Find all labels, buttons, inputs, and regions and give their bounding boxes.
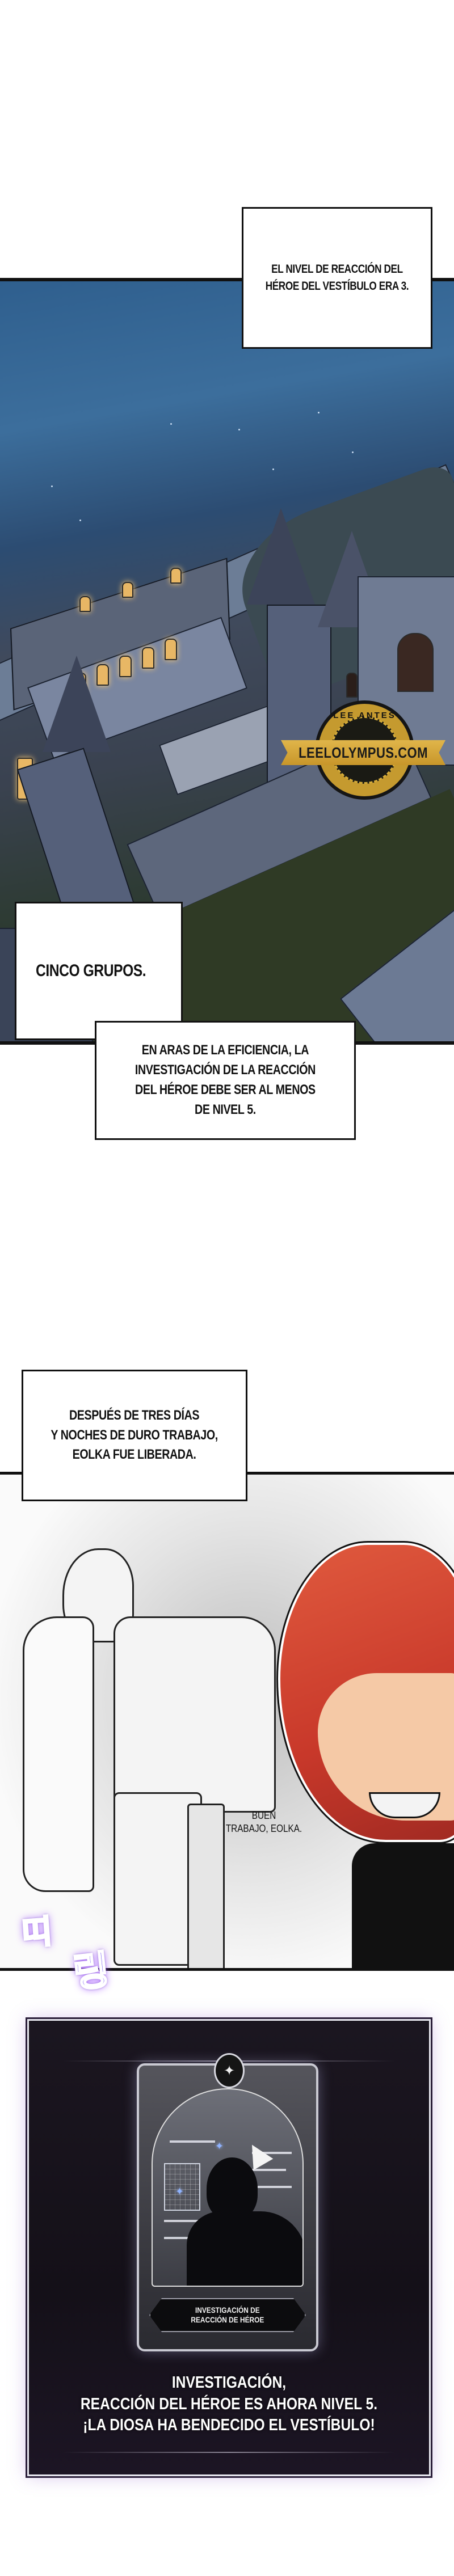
tower-window [346,673,358,698]
sparkle-icon: ✦ [215,2140,224,2152]
lit-window [119,656,132,677]
dormer-window [122,582,133,598]
watermark-ribbon: LEELOLYMPUS.COM [281,740,445,765]
sfx-text-2: 링 [70,1945,113,1997]
star [170,423,172,425]
sfx-text-1: 띠 [20,1911,54,1954]
stool [187,1804,225,1968]
card-display: ✦ ✦ ✦ [152,2088,304,2287]
star [79,520,81,521]
speech-bubble-text: BUEN TRABAJO, EOLKA. [225,1810,302,1834]
caption-box-1: EL NIVEL DE REACCIÓN DEL HÉROE DEL VESTÍ… [242,207,432,349]
card-label: INVESTIGACIÓN DE REACCIÓN DE HÉROE [149,2298,306,2332]
caption-box-2: CINCO GRUPOS. [15,902,183,1040]
card-label-text: INVESTIGACIÓN DE REACCIÓN DE HÉROE [191,2305,264,2324]
tower-spire [43,656,111,752]
caption-text: CINCO GRUPOS. [36,961,146,981]
star [51,485,53,487]
grid-chart-widget [164,2163,200,2211]
caption-text: EN ARAS DE LA EFICIENCIA, LA INVESTIGACI… [134,1042,316,1117]
star [352,451,354,453]
dormer-window [170,568,182,584]
ui-line [252,2169,286,2171]
ui-line [170,2140,215,2143]
ui-line [258,2186,292,2188]
caption-box-3: EN ARAS DE LA EFICIENCIA, LA INVESTIGACI… [95,1021,356,1140]
panel-border-right [245,1472,454,1475]
watermark-url: LEELOLYMPUS.COM [299,744,428,761]
compass-star-icon: ✦ [214,2053,245,2088]
system-message: INVESTIGACIÓN, REACCIÓN DEL HÉROE ES AHO… [80,2374,378,2435]
eolka-hair [23,1616,94,1892]
dormer-window [79,596,91,612]
lit-window [165,639,177,660]
hero-silhouette-head [207,2157,258,2220]
ui-line [164,2237,204,2239]
dark-top [352,1843,454,1968]
tower-spire [247,508,315,605]
divider-line [63,2452,395,2453]
caption-box-4: DESPUÉS DE TRES DÍAS Y NOCHES DE DURO TR… [22,1370,247,1501]
panel-border-left [0,1472,23,1475]
caption-text: EL NIVEL DE REACCIÓN DEL HÉROE DEL VESTÍ… [265,262,409,293]
star [238,429,240,430]
lit-window [142,647,154,669]
ui-line [164,2220,198,2222]
ui-line [252,2152,292,2154]
watermark-top-text: LEE ANTES [333,711,396,720]
hero-silhouette-body [187,2211,302,2286]
caption-text: DESPUÉS DE TRES DÍAS Y NOCHES DE DURO TR… [51,1407,218,1463]
sparkle-icon: ✦ [175,2186,184,2197]
star [272,468,274,470]
characters-panel: BUEN TRABAJO, EOLKA. [0,1475,454,1971]
system-notification-window: ✦ ✦ ✦ ✦ INVESTIGACIÓN DE REACCIÓN DE HÉR… [27,2019,431,2476]
site-watermark: LEE ANTES LEELOLYMPUS.COM [281,700,445,800]
gate-door [397,633,434,692]
star [318,412,320,413]
eolka-body [114,1616,276,1813]
skill-card: ✦ ✦ ✦ ✦ INVESTIGACIÓN DE REACCIÓN DE HÉR… [137,2053,318,2351]
